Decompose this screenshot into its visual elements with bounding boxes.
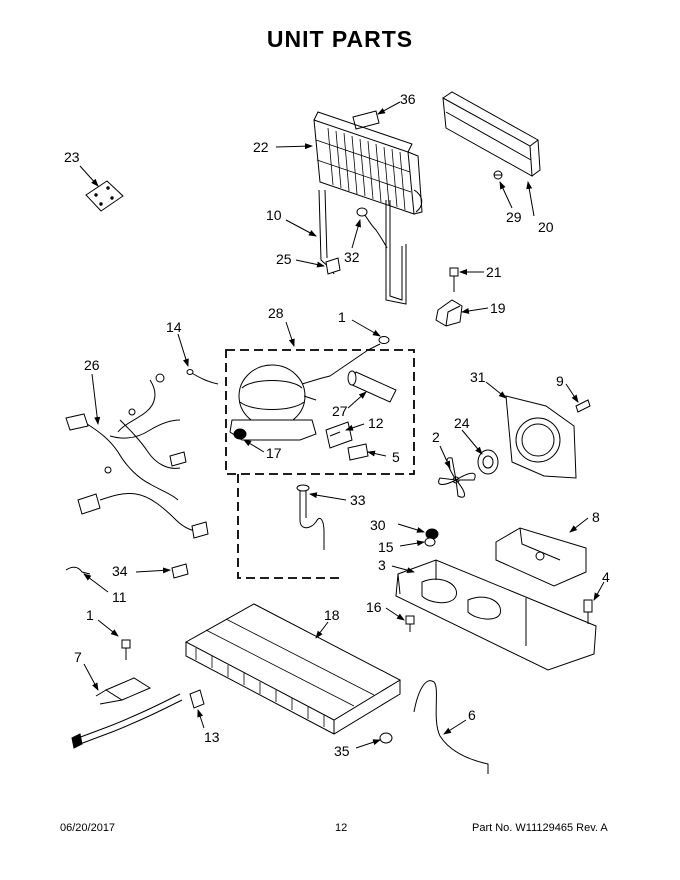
part-18-evaporator bbox=[184, 603, 402, 735]
part-22-condenser bbox=[313, 111, 423, 215]
callout-labels: 36 22 20 29 23 10 25 32 21 19 14 26 28 1… bbox=[64, 91, 610, 759]
callout-16: 16 bbox=[366, 599, 382, 615]
callout-33: 33 bbox=[350, 492, 366, 508]
part-23-plate bbox=[85, 180, 124, 212]
callout-8: 8 bbox=[592, 509, 600, 525]
callout-27: 27 bbox=[332, 403, 348, 419]
callout-29: 29 bbox=[506, 209, 522, 225]
callout-13: 13 bbox=[204, 729, 220, 745]
part-14-strap bbox=[186, 369, 219, 385]
callout-36: 36 bbox=[400, 91, 416, 107]
part-2-fan-blade bbox=[438, 457, 476, 498]
part-27-filter-drier bbox=[347, 370, 397, 403]
part-28-compressor bbox=[229, 364, 331, 441]
part-12-relay bbox=[325, 421, 353, 449]
part-11-clip bbox=[65, 566, 91, 575]
part-34-fitting bbox=[171, 563, 189, 579]
callout-6: 6 bbox=[468, 707, 476, 723]
callout-26: 26 bbox=[84, 357, 100, 373]
callout-1-bottom: 1 bbox=[86, 607, 94, 623]
callout-3: 3 bbox=[378, 557, 386, 573]
part-4-screw bbox=[583, 599, 593, 624]
callout-11: 11 bbox=[112, 589, 127, 605]
callout-22: 22 bbox=[253, 139, 269, 155]
callout-31: 31 bbox=[470, 369, 486, 385]
callout-10: 10 bbox=[266, 207, 282, 223]
part-20-bracket bbox=[442, 91, 541, 177]
part-26-wire-harness bbox=[65, 373, 209, 539]
part-16-screw bbox=[405, 615, 415, 632]
part-3-base-pan bbox=[395, 559, 597, 671]
callout-28: 28 bbox=[268, 305, 284, 321]
callout-21: 21 bbox=[486, 264, 502, 280]
callout-24: 24 bbox=[454, 415, 470, 431]
condenser-tube-loop bbox=[385, 200, 407, 305]
callout-1-top: 1 bbox=[338, 309, 346, 325]
callout-18: 18 bbox=[324, 607, 340, 623]
part-17-grommet bbox=[233, 428, 247, 440]
part-29-screw bbox=[493, 170, 503, 180]
part-13-clip bbox=[189, 689, 205, 709]
part-24-fan-motor bbox=[477, 449, 499, 475]
callout-9: 9 bbox=[556, 373, 564, 389]
leader-lines bbox=[79, 101, 605, 749]
callout-23: 23 bbox=[64, 149, 80, 165]
part-25-clip bbox=[325, 257, 341, 275]
part-21-screw bbox=[449, 267, 459, 292]
part-32-thermistor bbox=[356, 207, 388, 249]
footer-date: 06/20/2017 bbox=[60, 822, 116, 834]
part-5-overload bbox=[347, 443, 369, 461]
part-7-heater bbox=[71, 677, 183, 749]
footer-part-number: Part No. W11129465 Rev. A bbox=[472, 822, 608, 834]
callout-5: 5 bbox=[392, 449, 400, 465]
callout-12: 12 bbox=[368, 415, 384, 431]
callout-2: 2 bbox=[432, 429, 440, 445]
compressor-group-box bbox=[225, 349, 415, 579]
part-9-screw bbox=[575, 399, 591, 413]
part-33-drain-tube bbox=[296, 484, 325, 550]
callout-4: 4 bbox=[602, 569, 610, 585]
callout-30: 30 bbox=[370, 517, 386, 533]
callout-20: 20 bbox=[538, 219, 554, 235]
part-31-fan-shroud bbox=[505, 395, 577, 479]
footer-page-number: 12 bbox=[335, 822, 348, 834]
callout-19: 19 bbox=[490, 300, 506, 316]
callout-25: 25 bbox=[276, 251, 292, 267]
callout-7: 7 bbox=[74, 649, 82, 665]
callout-34: 34 bbox=[112, 563, 128, 579]
callout-14: 14 bbox=[166, 319, 182, 335]
part-15-grommet bbox=[424, 537, 436, 547]
part-36-label bbox=[352, 110, 380, 130]
part-1-screw-bottom bbox=[121, 639, 131, 660]
callout-15: 15 bbox=[378, 539, 394, 555]
part-8-bracket bbox=[495, 527, 587, 587]
callout-35: 35 bbox=[334, 743, 350, 759]
part-19-bracket bbox=[435, 299, 463, 327]
part-1-fitting-top bbox=[329, 336, 390, 377]
part-6-wire bbox=[413, 680, 489, 774]
part-35-sensor bbox=[379, 732, 393, 744]
callout-32: 32 bbox=[344, 249, 360, 265]
part-30-grommet bbox=[425, 528, 439, 540]
page-title: UNIT PARTS bbox=[266, 26, 414, 52]
callout-17: 17 bbox=[266, 445, 282, 461]
